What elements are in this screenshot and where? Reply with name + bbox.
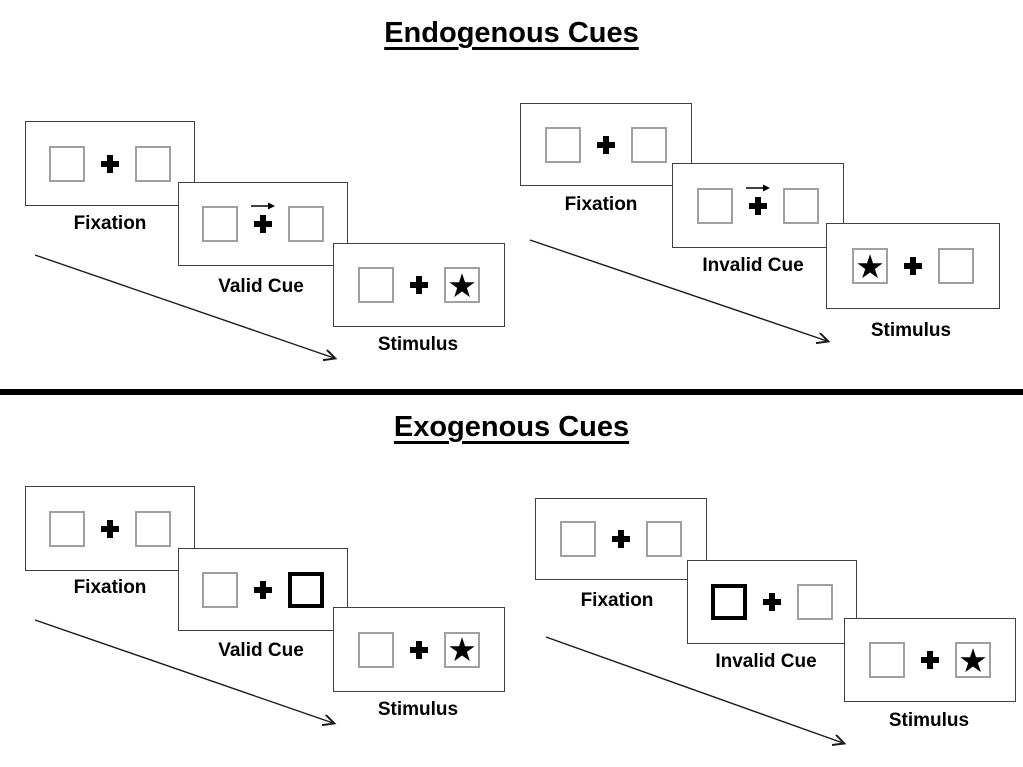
cross-horizontal-bar xyxy=(101,525,119,532)
cross-horizontal-bar xyxy=(904,263,922,269)
left-placeholder-box xyxy=(49,510,85,547)
right-arrow-cue-icon xyxy=(251,202,275,210)
star-icon: ★ xyxy=(447,266,477,304)
section-title-exogenous: Exogenous Cues xyxy=(393,411,630,443)
left-placeholder-box xyxy=(202,206,238,242)
frame-label: Stimulus xyxy=(888,710,970,731)
fixation-cross-icon xyxy=(612,530,630,548)
cross-horizontal-bar xyxy=(612,536,630,542)
invalid-cue-panel xyxy=(672,163,844,248)
stimulus-panel: ★ xyxy=(844,618,1016,702)
cross-horizontal-bar xyxy=(254,586,272,593)
fixation-cross-icon xyxy=(254,580,272,599)
fixation-cross-icon xyxy=(921,651,939,669)
frame-label: Fixation xyxy=(73,213,147,234)
timeline-arrow xyxy=(529,239,835,349)
fixation-cross-icon xyxy=(101,519,119,538)
section-title-endogenous: Endogenous Cues xyxy=(384,17,639,49)
frame-label: Invalid Cue xyxy=(715,651,817,672)
fixation-panel xyxy=(25,486,195,571)
star-icon: ★ xyxy=(958,641,988,679)
right-placeholder-box xyxy=(938,248,974,284)
cross-horizontal-bar xyxy=(749,202,767,209)
right-arrow-cue-icon xyxy=(746,184,770,191)
left-placeholder-box xyxy=(49,145,85,182)
cross-horizontal-bar xyxy=(410,646,428,653)
frame-label: Stimulus xyxy=(377,334,459,355)
stimulus-panel: ★ xyxy=(826,223,1000,309)
fixation-panel xyxy=(520,103,692,186)
fixation-cross-icon xyxy=(410,276,428,294)
right-highlighted-cue-box xyxy=(288,571,324,608)
cross-horizontal-bar xyxy=(410,282,428,288)
left-target-box: ★ xyxy=(852,248,888,284)
frame-label: Valid Cue xyxy=(218,276,304,297)
stimulus-panel: ★ xyxy=(333,607,505,692)
fixation-cross-icon xyxy=(746,184,770,215)
section-divider xyxy=(0,389,1023,395)
stimulus-panel: ★ xyxy=(333,243,505,327)
timeline-arrow xyxy=(34,619,344,731)
cross-horizontal-bar xyxy=(597,141,615,148)
fixation-cross-icon xyxy=(597,135,615,154)
fixation-cross-icon xyxy=(410,640,428,659)
right-target-box: ★ xyxy=(444,267,480,303)
right-placeholder-box xyxy=(783,187,819,224)
fixation-panel xyxy=(25,121,195,206)
right-placeholder-box xyxy=(631,126,667,163)
fixation-panel xyxy=(535,498,707,580)
left-placeholder-box xyxy=(358,267,394,303)
right-target-box: ★ xyxy=(444,631,480,668)
timeline-arrow xyxy=(34,254,344,366)
timeline-arrow xyxy=(545,636,851,751)
left-placeholder-box xyxy=(697,187,733,224)
right-placeholder-box xyxy=(646,521,682,557)
right-placeholder-box xyxy=(797,584,833,620)
invalid-cue-panel xyxy=(687,560,857,644)
star-icon: ★ xyxy=(447,631,477,668)
right-placeholder-box xyxy=(288,206,324,242)
left-highlighted-cue-box xyxy=(711,584,747,620)
fixation-cross-icon xyxy=(904,257,922,275)
frame-label: Valid Cue xyxy=(218,640,304,661)
star-icon: ★ xyxy=(855,247,885,285)
cross-horizontal-bar xyxy=(101,160,119,167)
left-placeholder-box xyxy=(869,642,905,678)
frame-label: Stimulus xyxy=(870,320,952,341)
cross-horizontal-bar xyxy=(254,221,272,227)
frame-label: Fixation xyxy=(580,590,654,611)
valid-cue-panel xyxy=(178,182,348,266)
right-placeholder-box xyxy=(135,145,171,182)
fixation-cross-icon xyxy=(763,593,781,611)
cross-horizontal-bar xyxy=(763,599,781,605)
left-placeholder-box xyxy=(545,126,581,163)
left-placeholder-box xyxy=(560,521,596,557)
frame-label: Invalid Cue xyxy=(702,255,804,276)
frame-label: Fixation xyxy=(73,577,147,598)
frame-label: Stimulus xyxy=(377,699,459,720)
fixation-cross-icon xyxy=(101,154,119,173)
right-target-box: ★ xyxy=(955,642,991,678)
left-placeholder-box xyxy=(202,571,238,608)
right-placeholder-box xyxy=(135,510,171,547)
valid-cue-panel xyxy=(178,548,348,631)
left-placeholder-box xyxy=(358,631,394,668)
frame-label: Fixation xyxy=(564,194,638,215)
cross-horizontal-bar xyxy=(921,657,939,663)
fixation-cross-icon xyxy=(251,202,275,233)
